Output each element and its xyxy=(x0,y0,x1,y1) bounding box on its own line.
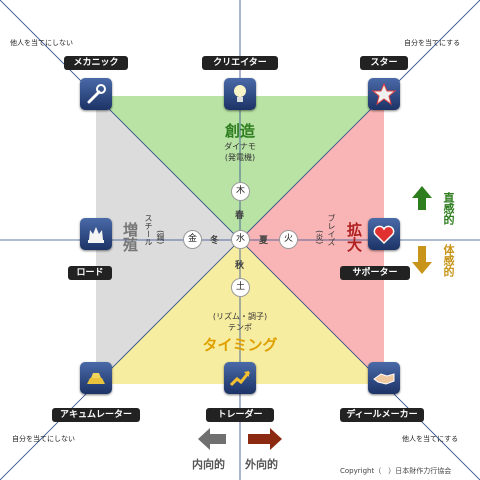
copyright: Copyright（ ）日本財作力行協会 xyxy=(340,467,452,475)
element-metal: 金 xyxy=(183,230,202,249)
hearts-icon xyxy=(368,218,400,250)
role-label-dealmaker: ディールメーカー xyxy=(340,408,424,422)
chart-up-icon xyxy=(224,362,256,394)
element-water: 水 xyxy=(231,230,250,249)
creation-title: 創造 xyxy=(224,122,255,140)
creation-sub2: (発電機) xyxy=(224,153,256,162)
outward-label: 外向的 xyxy=(245,458,278,471)
corner-note-bottom-right: 他人を当てにする xyxy=(402,435,459,443)
chess-king-icon xyxy=(80,218,112,250)
proliferation-title: 増殖 xyxy=(121,222,139,252)
corner-note-top-right: 自分を当てにする xyxy=(404,39,461,47)
lightbulb-icon xyxy=(224,78,256,110)
star-icon xyxy=(368,78,400,110)
role-label-mechanic: メカニック xyxy=(64,56,128,70)
expansion-sub2: (炎) xyxy=(315,230,324,245)
creation-sub1: ダイナモ xyxy=(224,142,256,151)
outward-arrow xyxy=(248,428,282,450)
role-label-supporter: サポーター xyxy=(340,266,410,280)
handshake-icon xyxy=(368,362,400,394)
proliferation-sub2: (鋼) xyxy=(156,230,165,245)
intuitive-label: 直感的 xyxy=(442,192,455,225)
element-fire: 火 xyxy=(279,230,298,249)
expansion-title: 拡大 xyxy=(345,222,363,252)
timing-sub1: (リズム・調子) xyxy=(212,312,268,321)
timing-sub2: テンポ xyxy=(228,323,252,332)
inward-label: 内向的 xyxy=(192,458,225,471)
role-label-creator: クリエイター xyxy=(202,56,278,70)
element-earth: 土 xyxy=(231,278,250,297)
role-label-trader: トレーダー xyxy=(206,408,274,422)
physical-arrow xyxy=(412,246,432,274)
gold-bars-icon xyxy=(80,362,112,394)
inward-arrow xyxy=(198,428,226,450)
expansion-sub1: ブレイズ xyxy=(327,214,336,246)
corner-note-bottom-left: 自分を当てにしない xyxy=(12,435,75,443)
role-label-accumulator: アキュムレーター xyxy=(52,408,140,422)
wrench-icon xyxy=(80,78,112,110)
corner-note-top-left: 他人を当てにしない xyxy=(10,39,73,47)
element-wood: 木 xyxy=(231,182,250,201)
season-spring: 春 xyxy=(235,211,245,221)
timing-title: タイミング xyxy=(202,336,278,354)
intuitive-arrow xyxy=(412,186,432,210)
physical-label: 体感的 xyxy=(442,244,455,277)
role-label-lord: ロード xyxy=(68,266,112,280)
role-label-star: スター xyxy=(360,56,408,70)
season-winter: 冬 xyxy=(210,236,220,246)
season-summer: 夏 xyxy=(259,236,269,246)
proliferation-sub1: スチール xyxy=(144,214,153,246)
season-autumn: 秋 xyxy=(235,261,245,271)
